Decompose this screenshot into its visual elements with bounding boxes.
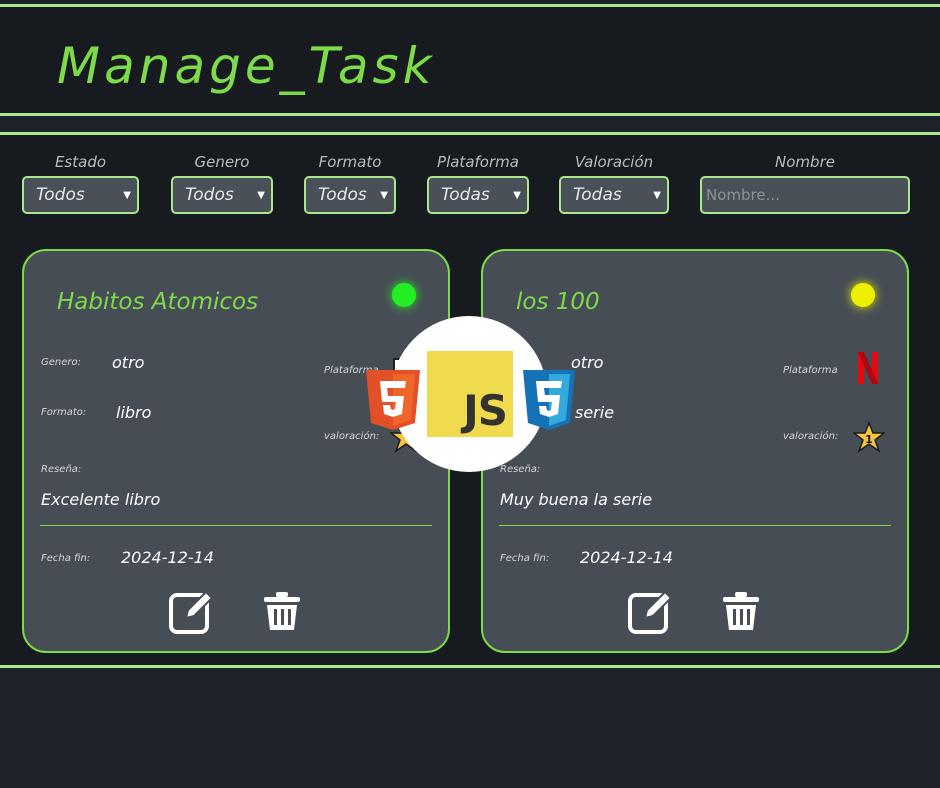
chevron-down-icon: ▼ — [513, 189, 521, 201]
filter-genero-label: Genero — [194, 153, 250, 171]
trash-icon — [264, 592, 300, 630]
fecha-fin-label: Fecha fin: — [500, 553, 550, 564]
filter-plataforma: Plataforma Todas ▼ — [427, 153, 529, 214]
genero-select[interactable]: Todos ▼ — [171, 176, 273, 214]
javascript-logo-icon: JS — [427, 351, 513, 437]
delete-button[interactable] — [717, 587, 765, 635]
fecha-fin-label: Fecha fin: — [41, 553, 91, 564]
formato-select[interactable]: Todos ▼ — [304, 176, 396, 214]
plataforma-label: Plataforma — [783, 365, 838, 376]
rating-number: 1 — [865, 433, 873, 446]
edit-button[interactable] — [168, 587, 216, 635]
css3-logo-icon — [523, 370, 575, 430]
filter-valoracion-label: Valoración — [574, 153, 654, 171]
genero-value: otro — [112, 353, 145, 372]
valoracion-label: valoración: — [324, 431, 380, 442]
divider — [40, 525, 432, 526]
plataforma-label: Plataforma — [324, 365, 379, 376]
filter-nombre: Nombre — [700, 153, 910, 214]
plataforma-select[interactable]: Todas ▼ — [427, 176, 529, 214]
fecha-fin-value: 2024-12-14 — [580, 548, 673, 567]
plataforma-select-value: Todas — [441, 185, 490, 205]
filter-estado: Estado Todos ▼ — [22, 153, 139, 214]
star-icon: 1 — [853, 421, 885, 453]
filter-formato: Formato Todos ▼ — [304, 153, 396, 214]
status-indicator — [851, 283, 875, 307]
valoracion-select-value: Todas — [573, 185, 622, 205]
formato-select-value: Todos — [318, 185, 367, 205]
status-indicator — [392, 283, 416, 307]
main-panel: Estado Todos ▼ Genero Todos ▼ Formato To… — [0, 132, 940, 668]
app-header: Manage_Task — [0, 4, 940, 116]
name-search-input[interactable] — [700, 176, 910, 214]
js-logo-text: JS — [463, 386, 508, 435]
resena-value: Muy buena la serie — [500, 490, 653, 509]
formato-value: serie — [575, 403, 615, 422]
task-title: Habitos Atomicos — [57, 289, 259, 315]
task-card: los 100 Genero: otro Formato: serie Plat… — [481, 249, 909, 653]
resena-value: Excelente libro — [41, 490, 161, 509]
filter-plataforma-label: Plataforma — [437, 153, 519, 171]
resena-label: Reseña: — [500, 464, 541, 475]
filter-valoracion: Valoración Todas ▼ — [559, 153, 669, 214]
divider — [499, 525, 891, 526]
filter-nombre-label: Nombre — [775, 153, 835, 171]
chevron-down-icon: ▼ — [123, 189, 131, 201]
genero-label: Genero: — [41, 357, 81, 368]
task-card: Habitos Atomicos Genero: otro Formato: l… — [22, 249, 450, 653]
delete-button[interactable] — [258, 587, 306, 635]
trash-icon — [723, 592, 759, 630]
genero-value: otro — [571, 353, 604, 372]
chevron-down-icon: ▼ — [653, 189, 661, 201]
netflix-icon — [858, 352, 878, 384]
html5-logo-icon — [366, 370, 420, 430]
formato-label: Formato: — [41, 407, 87, 418]
estado-select[interactable]: Todos ▼ — [22, 176, 139, 214]
valoracion-select[interactable]: Todas ▼ — [559, 176, 669, 214]
filter-estado-label: Estado — [54, 153, 107, 171]
formato-value: libro — [116, 403, 152, 422]
fecha-fin-value: 2024-12-14 — [121, 548, 214, 567]
edit-icon — [169, 590, 214, 634]
chevron-down-icon: ▼ — [380, 189, 388, 201]
filter-genero: Genero Todos ▼ — [171, 153, 273, 214]
valoracion-label: valoración: — [783, 431, 839, 442]
edit-icon — [628, 590, 673, 634]
edit-button[interactable] — [627, 587, 675, 635]
chevron-down-icon: ▼ — [257, 189, 265, 201]
task-title: los 100 — [516, 289, 600, 315]
app-title: Manage_Task — [57, 37, 436, 95]
genero-select-value: Todos — [185, 185, 234, 205]
estado-select-value: Todos — [36, 185, 85, 205]
filter-formato-label: Formato — [318, 153, 382, 171]
resena-label: Reseña: — [41, 464, 82, 475]
